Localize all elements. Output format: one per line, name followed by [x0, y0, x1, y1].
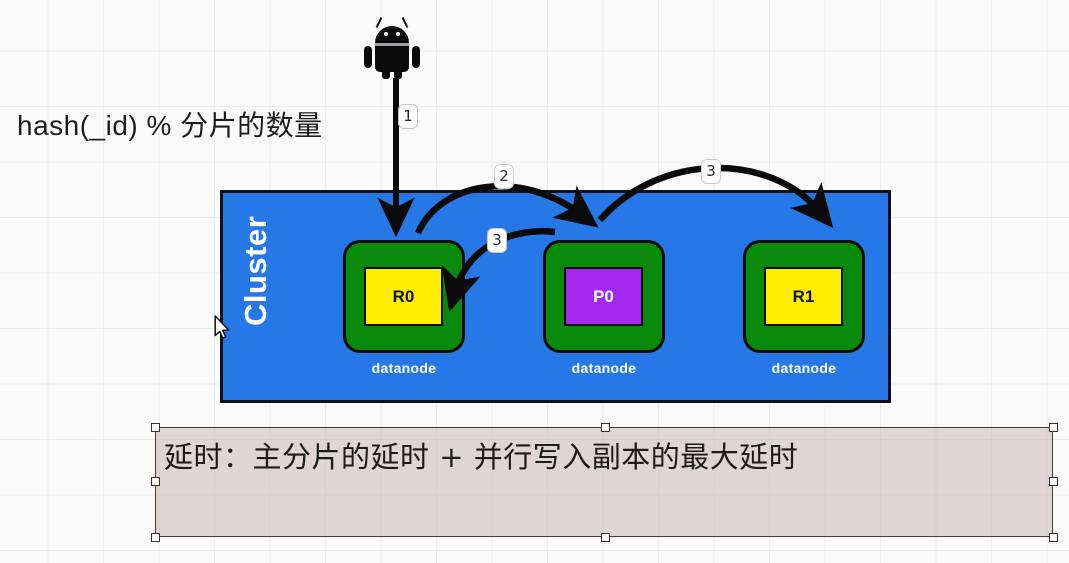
android-neck-icon	[375, 43, 409, 46]
resize-handle-middle-left[interactable]	[151, 477, 160, 486]
android-robot-icon	[364, 16, 420, 79]
latency-note-text: 延时：主分片的延时 + 并行写入副本的最大延时	[164, 440, 799, 474]
android-leg-right-icon	[394, 68, 402, 79]
hash-formula-label: hash(_id) % 分片的数量	[17, 110, 323, 141]
android-arm-left-icon	[364, 46, 372, 68]
resize-handle-middle-right[interactable]	[1049, 477, 1058, 486]
android-antenna-left-icon	[375, 17, 383, 28]
datanode-label-1: datanode	[571, 360, 637, 376]
resize-handle-bottom-left[interactable]	[151, 533, 160, 542]
shard-r0[interactable]: R0	[364, 267, 443, 326]
resize-handle-bottom-center[interactable]	[601, 533, 610, 542]
datanode-label-2: datanode	[771, 360, 837, 376]
datanode-box-1[interactable]: P0	[543, 240, 665, 353]
android-eye-right-icon	[396, 32, 400, 36]
android-eye-left-icon	[384, 32, 388, 36]
datanode-box-0[interactable]: R0	[343, 240, 465, 353]
resize-handle-bottom-right[interactable]	[1049, 533, 1058, 542]
step-badge-3-left: 3	[487, 228, 507, 253]
step-badge-3-right: 3	[701, 159, 721, 184]
latency-note-box[interactable]: 延时：主分片的延时 + 并行写入副本的最大延时	[155, 427, 1053, 537]
cluster-title: Cluster	[238, 215, 273, 326]
android-body-icon	[375, 46, 409, 72]
step-badge-2: 2	[494, 164, 514, 189]
cluster-box[interactable]: Cluster R0 P0 R1 datanode datanode datan…	[220, 190, 891, 403]
android-leg-left-icon	[382, 68, 390, 79]
shard-r1[interactable]: R1	[764, 267, 843, 326]
mouse-pointer-icon	[214, 315, 230, 339]
resize-handle-top-left[interactable]	[151, 423, 160, 432]
step-badge-1: 1	[398, 104, 418, 129]
shard-p0[interactable]: P0	[564, 267, 643, 326]
android-antenna-right-icon	[401, 17, 409, 28]
android-arm-right-icon	[412, 46, 420, 68]
resize-handle-top-right[interactable]	[1049, 423, 1058, 432]
android-head-icon	[375, 26, 409, 43]
resize-handle-top-center[interactable]	[601, 423, 610, 432]
datanode-box-2[interactable]: R1	[743, 240, 865, 353]
datanode-label-0: datanode	[371, 360, 437, 376]
